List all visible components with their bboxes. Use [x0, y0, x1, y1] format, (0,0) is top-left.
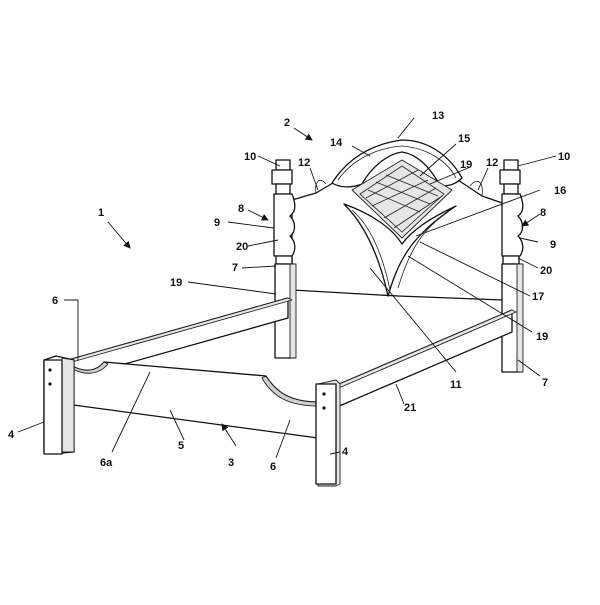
label-15: 15	[458, 133, 470, 145]
label-19-left: 19	[170, 277, 182, 289]
label-8-left: 8	[238, 203, 244, 215]
label-10-right: 10	[558, 151, 570, 163]
label-2: 2	[284, 117, 290, 129]
label-21: 21	[404, 402, 416, 414]
label-12-left: 12	[298, 157, 310, 169]
label-12-right: 12	[486, 157, 498, 169]
label-20-right: 20	[540, 265, 552, 277]
right-side-rail	[329, 309, 517, 411]
label-20-left: 20	[236, 241, 248, 253]
label-7-right: 7	[542, 377, 548, 389]
label-8-right: 8	[540, 207, 546, 219]
label-4-left: 4	[8, 429, 15, 441]
headboard	[291, 139, 506, 301]
label-19-right: 19	[536, 331, 548, 343]
leader-lines	[17, 117, 557, 459]
label-3: 3	[228, 457, 234, 469]
leaf-carving	[343, 203, 457, 297]
footboard	[65, 361, 319, 439]
label-9-left: 9	[214, 217, 220, 229]
left-foot-post	[43, 355, 75, 455]
label-10-left: 10	[244, 151, 256, 163]
label-9-right: 9	[550, 239, 556, 251]
label-6-left: 6	[52, 295, 58, 307]
label-17: 17	[532, 291, 544, 303]
label-16: 16	[554, 185, 566, 197]
left-head-post	[271, 159, 297, 359]
label-1: 1	[98, 207, 104, 219]
label-6-right: 6	[270, 461, 276, 473]
label-7-left: 7	[232, 262, 238, 274]
lattice-panel	[351, 159, 453, 239]
label-4-right: 4	[342, 446, 349, 458]
right-head-post	[499, 159, 524, 373]
label-13: 13	[432, 110, 444, 122]
label-6a: 6a	[100, 457, 113, 469]
label-19-top: 19	[460, 159, 472, 171]
label-14: 14	[330, 137, 343, 149]
right-foot-post	[315, 379, 341, 487]
reference-labels: 1 2 3 4 4 5 6 6 6a 7 7 8 8 9 9 10 10 11 …	[8, 110, 570, 473]
label-11: 11	[450, 379, 462, 391]
label-5: 5	[178, 440, 184, 452]
